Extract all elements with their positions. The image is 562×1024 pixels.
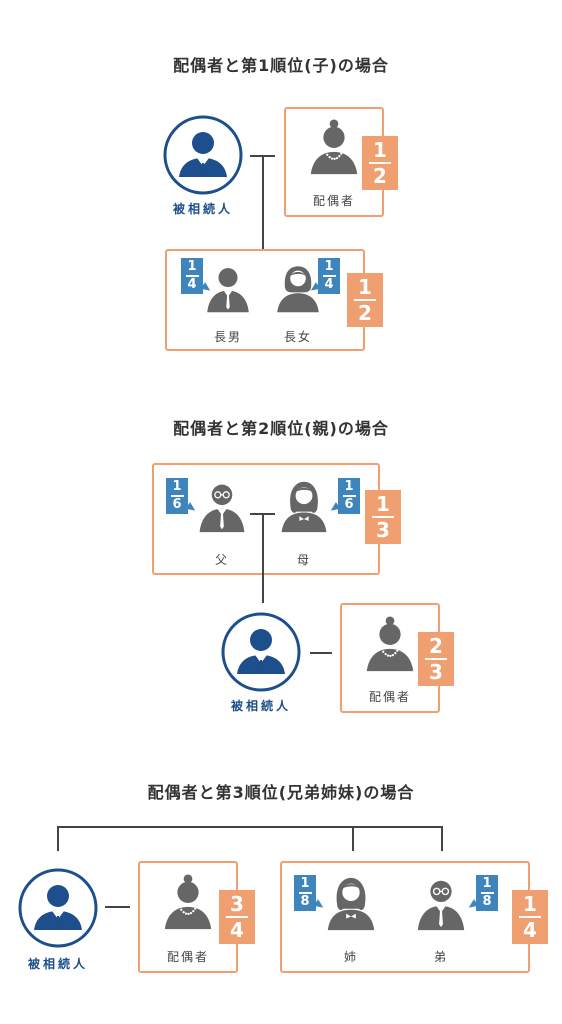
spouse-label: 配偶者 [368, 690, 411, 704]
elder-sister-label: 姉 [343, 950, 358, 964]
man-icon [412, 874, 470, 932]
younger-brother-label: 弟 [433, 950, 448, 964]
section1-title: 配偶者と第1順位(子)の場合 [173, 56, 389, 75]
section2-title: 配偶者と第2順位(親)の場合 [173, 419, 389, 438]
section3-title: 配偶者と第3順位(兄弟姉妹)の場合 [147, 783, 415, 802]
deceased-label: 被相続人 [172, 202, 233, 216]
deceased-label: 被相続人 [27, 957, 88, 971]
deceased-person-icon [18, 868, 98, 948]
spouse-label: 配偶者 [166, 950, 209, 964]
deceased-label: 被相続人 [230, 699, 291, 713]
connector-line [352, 826, 354, 851]
eldest-son-label: 長男 [213, 330, 242, 344]
father-label: 父 [214, 553, 229, 567]
spouse-icon [305, 118, 363, 176]
deceased-person-icon [221, 612, 301, 692]
connector-line [57, 826, 442, 828]
connector-line [441, 826, 443, 851]
spouse-label: 配偶者 [312, 194, 355, 208]
connector-line [57, 826, 59, 851]
connector-line [262, 513, 264, 603]
spouse-icon [159, 873, 217, 931]
eldest-daughter-label: 長女 [283, 330, 312, 344]
deceased-person-icon [163, 115, 243, 195]
connector-line [310, 652, 332, 654]
spouse-icon [361, 615, 419, 673]
mother-icon [276, 478, 332, 534]
woman-icon [322, 874, 380, 932]
connector-line [262, 155, 264, 288]
mother-label: 母 [296, 553, 311, 567]
father-icon [194, 478, 250, 534]
connector-line [105, 906, 130, 908]
